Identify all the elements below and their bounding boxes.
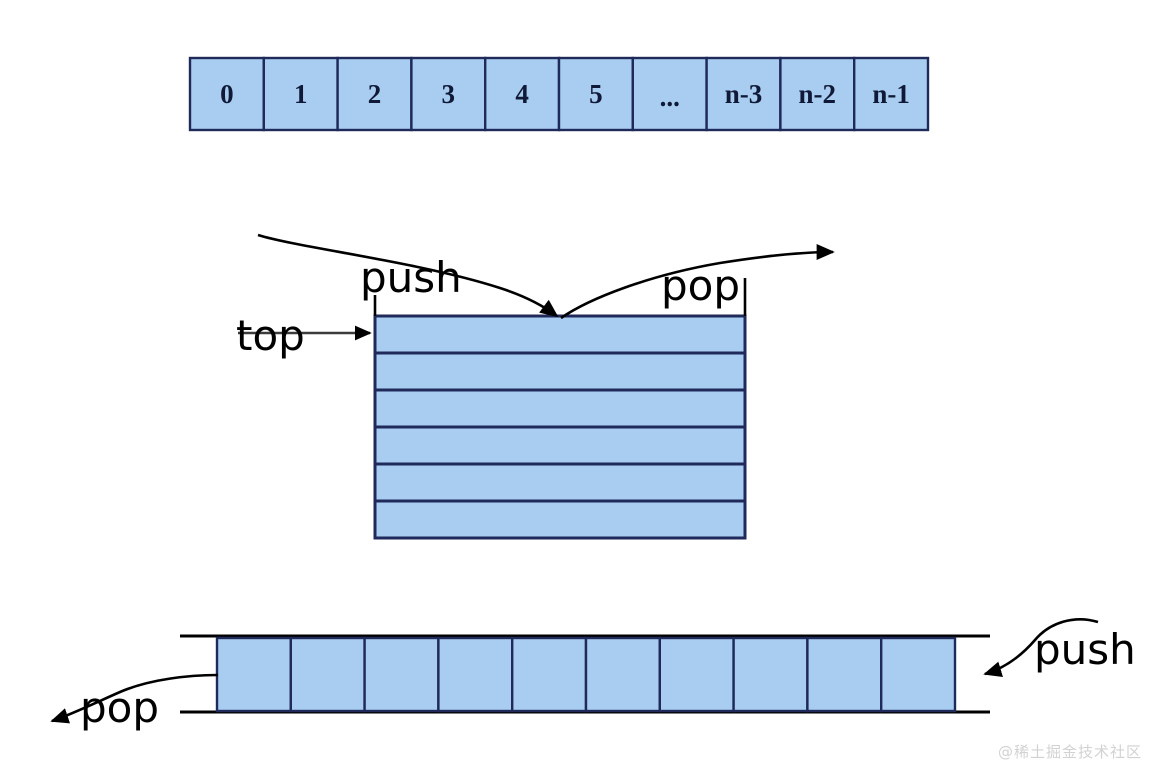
array-cell: ...: [631, 56, 708, 132]
array-cell: 1: [262, 56, 339, 132]
array-cell-label: n-3: [725, 79, 763, 109]
array-cell-label: 4: [515, 79, 529, 109]
array-cell-label: 1: [294, 79, 308, 109]
queue-pop-label: pop: [80, 683, 159, 732]
stack-top-label: top: [236, 311, 305, 360]
array-cell: 4: [484, 56, 561, 132]
push-arrow: [257, 233, 559, 318]
array-cell: 3: [410, 56, 487, 132]
queue-diagram: pop push: [50, 618, 1136, 732]
array-cell: n-2: [779, 56, 856, 132]
queue-cell: [732, 636, 809, 713]
array-cell: 0: [188, 56, 266, 132]
array-cell: n-3: [705, 56, 782, 132]
index-array: 0 1 2 3 4 5 ..: [188, 56, 930, 132]
queue-cell: [658, 636, 735, 713]
queue-cell: [289, 636, 366, 713]
queue-cell: [806, 636, 883, 713]
array-cell-label: 5: [589, 79, 603, 109]
queue-cell: [215, 636, 293, 713]
array-cell-label: 3: [442, 79, 456, 109]
array-cell-label: ...: [660, 82, 680, 112]
array-cell: 2: [336, 56, 413, 132]
queue-push-arrow: [983, 618, 1099, 677]
queue-cell: [437, 636, 514, 713]
queue-cell: [880, 636, 957, 713]
stack-pop-label: pop: [661, 261, 740, 310]
stack-push-label: push: [360, 253, 462, 302]
watermark: @稀土掘金技术社区: [997, 743, 1142, 761]
array-cell: 5: [557, 56, 635, 132]
array-cell-label: n-1: [872, 79, 910, 109]
queue-push-label: push: [1034, 625, 1136, 674]
queue-pop-arrow: [50, 673, 219, 724]
pop-arrow: [560, 243, 835, 320]
array-cell-label: 0: [220, 79, 234, 109]
array-cell-label: n-2: [799, 79, 837, 109]
queue-cell: [363, 636, 440, 713]
array-cell: n-1: [853, 56, 930, 132]
array-cell-label: 2: [368, 79, 382, 109]
queue-cell: [584, 636, 662, 713]
queue-cell: [511, 636, 588, 713]
stack-diagram: push pop top: [236, 233, 835, 540]
